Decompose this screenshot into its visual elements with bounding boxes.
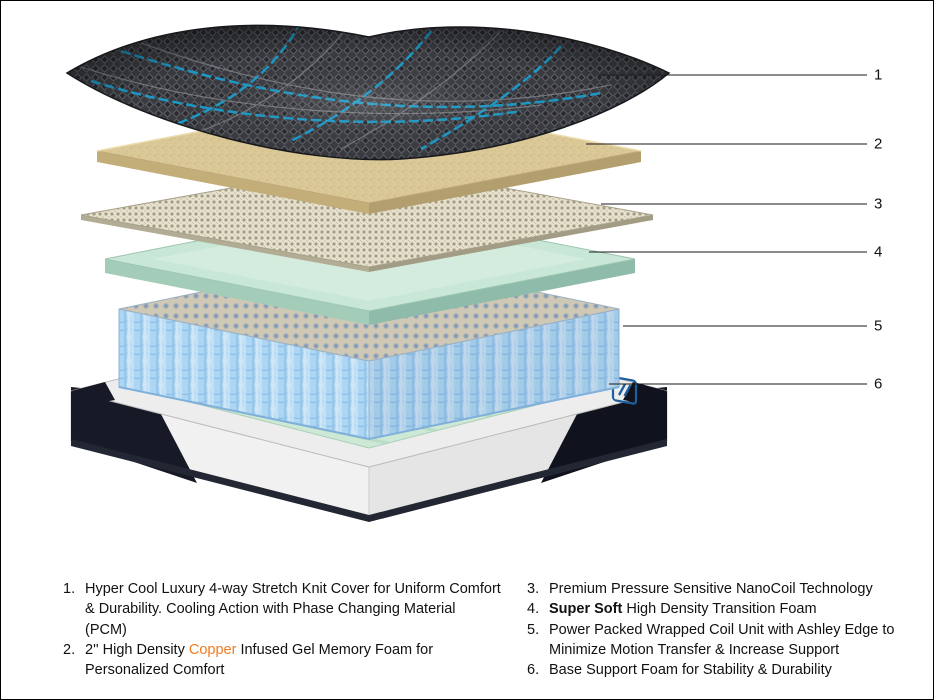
callout-3: 3 [601, 196, 882, 213]
cover-shading [67, 25, 669, 160]
exploded-mattress-illustration: 1 2 3 4 5 6 [65, 24, 882, 522]
legend-item-number: 4. [527, 601, 540, 618]
coil-right-face-shade [369, 309, 619, 439]
base-right-corner-top [623, 382, 667, 405]
legend-item-3: 3. Premium Pressure Sensitive NanoCoil T… [527, 579, 913, 599]
legend-item-1: 1. Hyper Cool Luxury 4-way Stretch Knit … [63, 579, 501, 640]
callout-6-number: 6 [874, 376, 882, 393]
callouts: 1 2 3 4 5 6 [586, 67, 882, 393]
callout-2-number: 2 [874, 136, 882, 153]
legend-text-pre: Power Packed Wrapped Coil Unit with Ashl… [549, 621, 895, 658]
base-left-corner-top [71, 382, 115, 405]
legend-item-5: 5. Power Packed Wrapped Coil Unit with A… [527, 620, 913, 661]
memory-foam-right-side [369, 151, 641, 214]
legend-item-text: Super Soft High Density Transition Foam [549, 599, 817, 619]
legend-column-right: 3. Premium Pressure Sensitive NanoCoil T… [527, 579, 913, 680]
legend-text-pre: Premium Pressure Sensitive NanoCoil Tech… [549, 581, 873, 597]
legend-text-post: Infused Gel Memory Foam for Personalized… [85, 641, 434, 679]
nanocoil-right-edge [369, 215, 653, 272]
base-left-corner-panel [71, 387, 197, 483]
legend-column-left: 1. Hyper Cool Luxury 4-way Stretch Knit … [63, 579, 501, 680]
legend-item-text: 2'' High Density Copper Infused Gel Memo… [85, 640, 501, 681]
legend-item-number: 6. [527, 662, 540, 679]
legend-item-number: 1. [63, 581, 76, 597]
callout-3-number: 3 [874, 196, 882, 213]
legend-text-pre: 2'' High Density [85, 641, 189, 658]
base-right-corner-panel [541, 387, 667, 483]
legend-item-4: 4. Super Soft High Density Transition Fo… [527, 599, 913, 619]
legend-item-text: Power Packed Wrapped Coil Unit with Ashl… [549, 620, 913, 661]
callout-5: 5 [623, 318, 882, 335]
legend-text-post: High Density Transition Foam [622, 601, 817, 618]
coil-bottom-edge [118, 386, 620, 441]
callout-1-number: 1 [874, 67, 882, 84]
callout-1: 1 [598, 67, 882, 84]
legend-item-number: 2. [63, 641, 76, 658]
callout-2: 2 [586, 136, 882, 153]
cover-outline [65, 24, 671, 161]
legend-item-number: 3. [527, 581, 540, 597]
legend-item-text: Hyper Cool Luxury 4-way Stretch Knit Cov… [85, 579, 501, 640]
callout-6: 6 [609, 376, 882, 393]
transition-foam-right-side [369, 259, 635, 325]
legend-item-number: 5. [527, 621, 540, 638]
memory-foam-left-side [97, 151, 369, 214]
callout-4: 4 [589, 244, 882, 261]
legend-text-pre: Base Support Foam for Stability & Durabi… [549, 662, 832, 679]
legend-text-pre: Hyper Cool Luxury 4-way Stretch Knit Cov… [85, 581, 501, 638]
nanocoil-left-edge [81, 215, 369, 272]
cover-layer [65, 24, 671, 161]
legend: 1. Hyper Cool Luxury 4-way Stretch Knit … [63, 579, 913, 680]
legend-text-highlight-copper: Copper [188, 641, 237, 658]
legend-item-text: Premium Pressure Sensitive NanoCoil Tech… [549, 579, 873, 599]
legend-item-2: 2. 2'' High Density Copper Infused Gel M… [63, 640, 501, 681]
legend-item-6: 6. Base Support Foam for Stability & Dur… [527, 660, 913, 680]
nanocoil-layer [80, 162, 654, 272]
legend-item-text: Base Support Foam for Stability & Durabi… [549, 660, 832, 680]
callout-5-number: 5 [874, 318, 882, 335]
transition-foam-left-side [105, 259, 369, 325]
legend-text-highlight-bold: Super Soft [549, 601, 623, 618]
callout-4-number: 4 [874, 244, 882, 261]
